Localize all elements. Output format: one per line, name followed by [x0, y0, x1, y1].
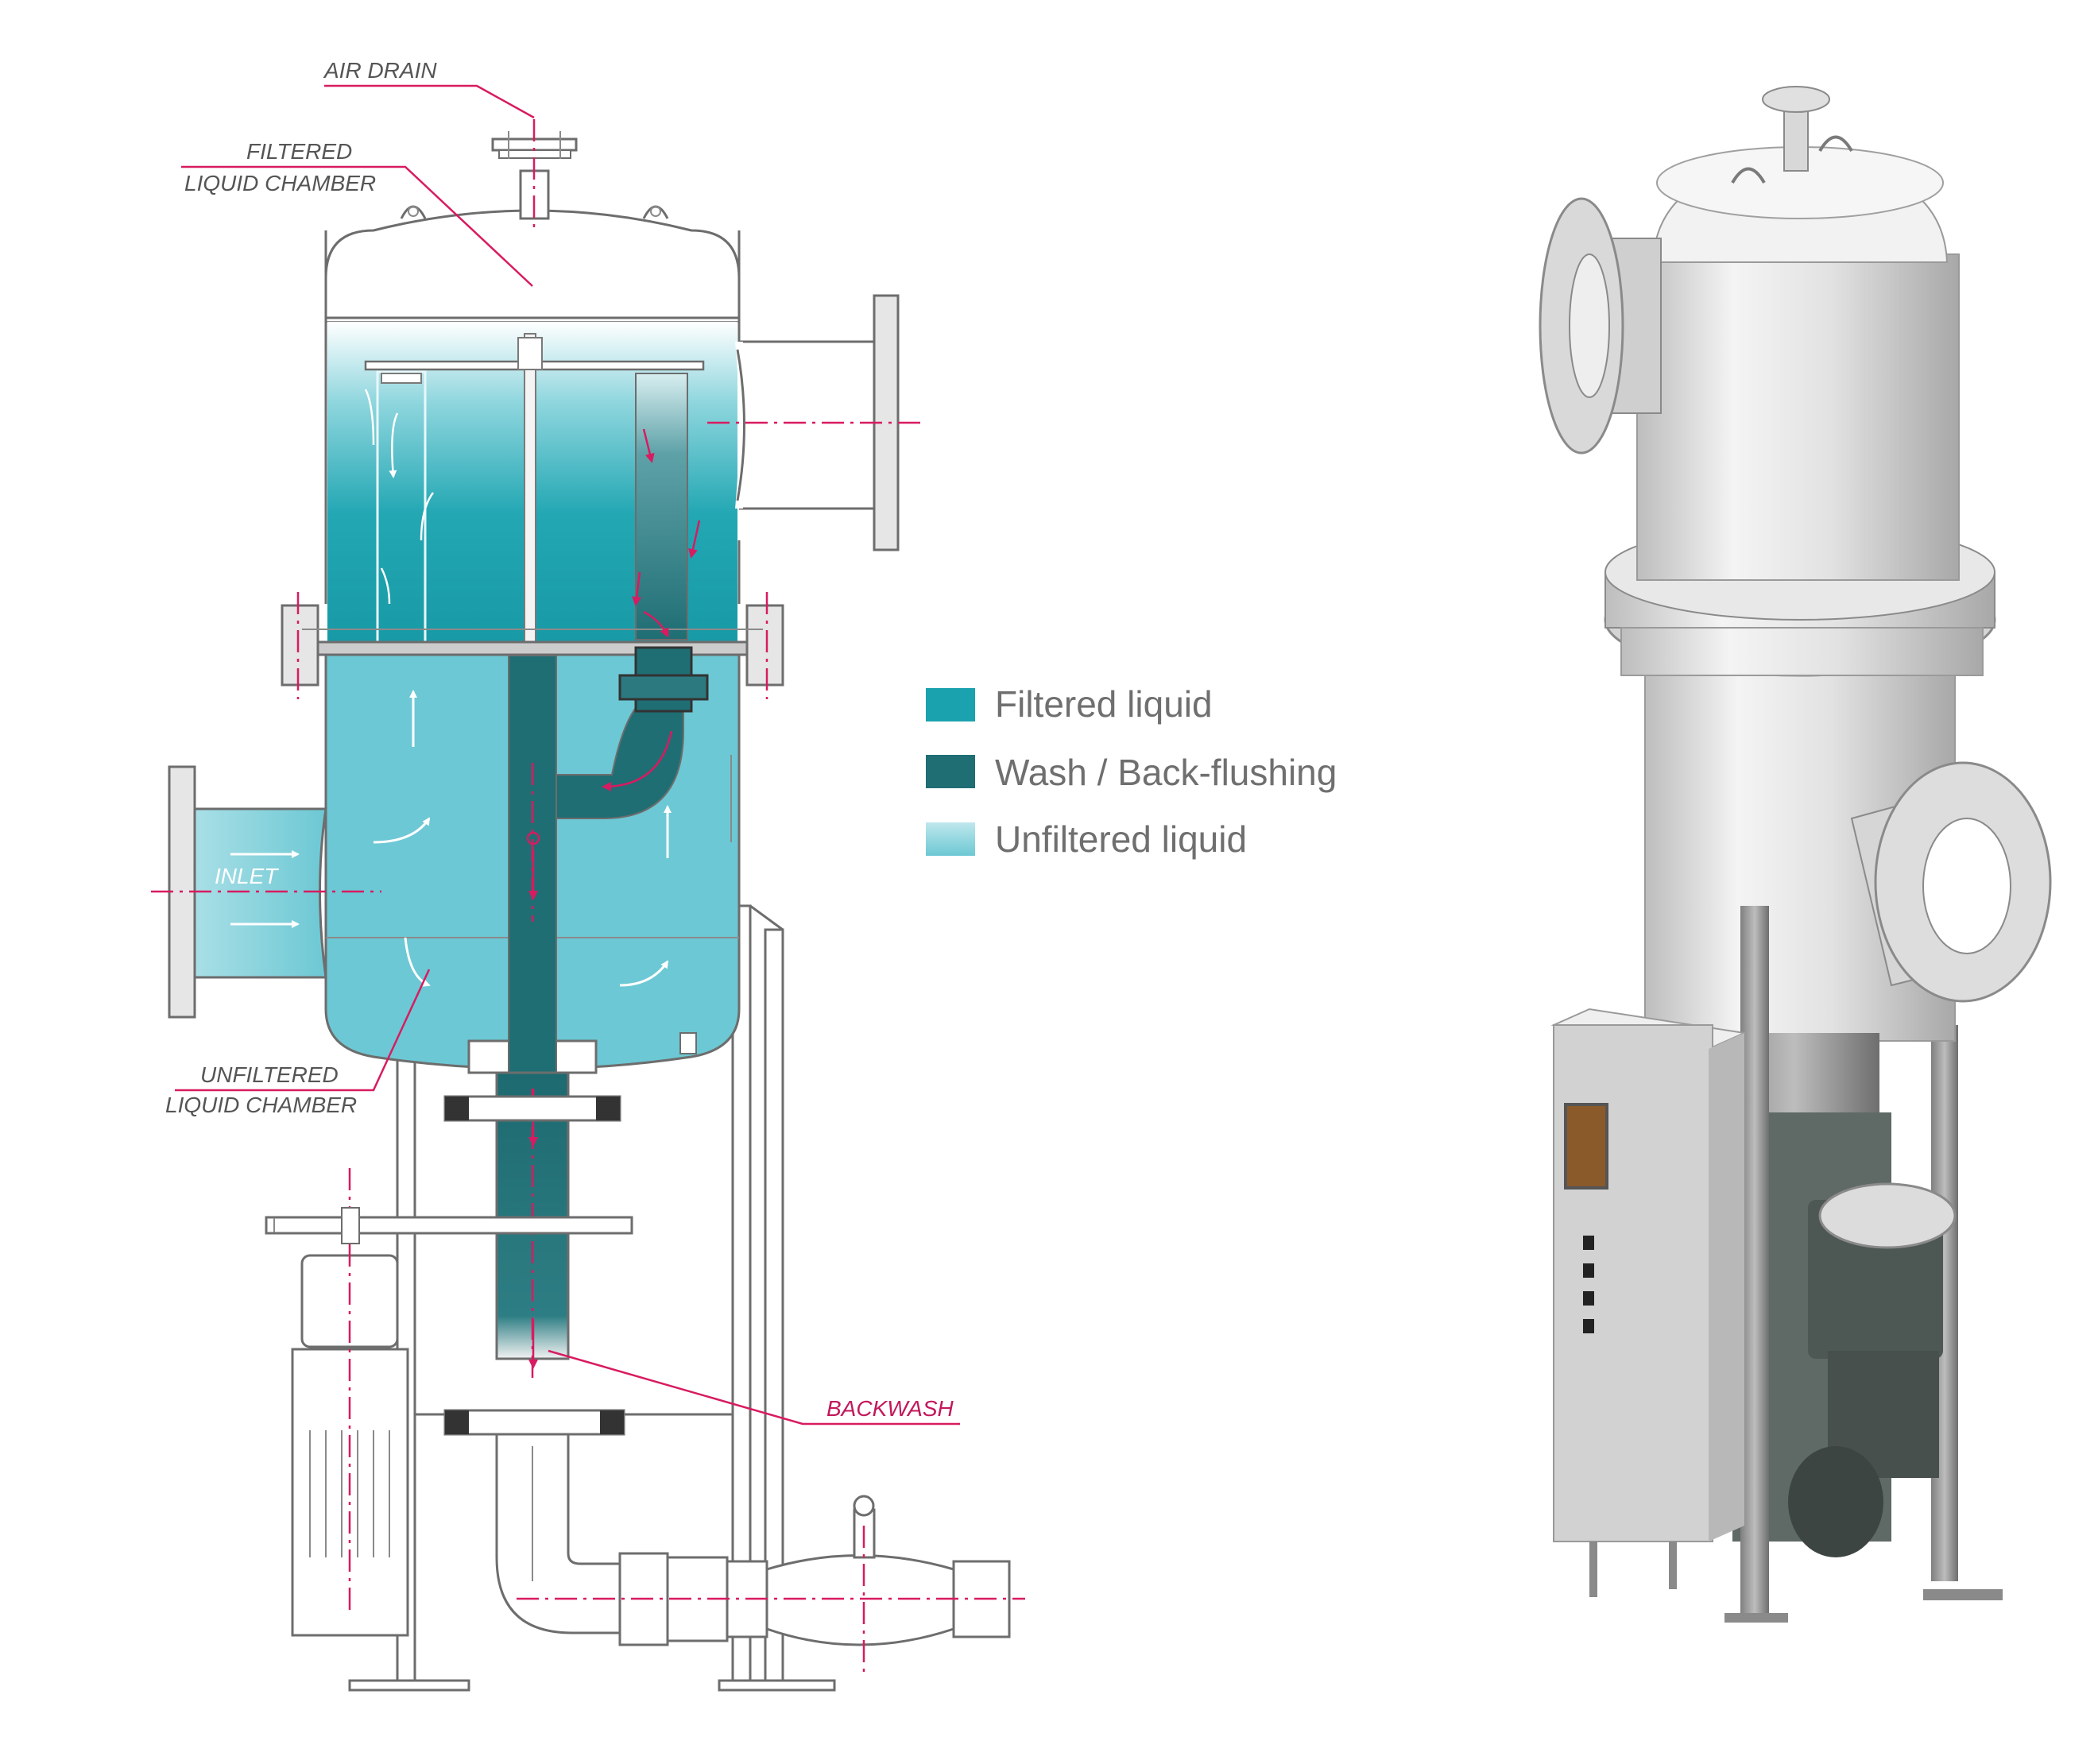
filtered-chamber-label-line2: LIQUID CHAMBER — [184, 171, 376, 195]
backwash-valve — [495, 1433, 1025, 1677]
legend: Filtered liquid Wash / Back-flushing Unf… — [926, 683, 1337, 860]
inlet-label: INLET — [215, 864, 279, 888]
control-panel — [1550, 1008, 1748, 1597]
legend-swatch-unfiltered — [926, 822, 975, 856]
air-drain-label: AIR DRAIN — [323, 58, 437, 83]
legend-label-unfiltered: Unfiltered liquid — [995, 818, 1247, 860]
filtered-liquid-chamber — [324, 205, 741, 648]
filtered-chamber-label-line1: FILTERED — [246, 139, 352, 164]
legend-label-filtered: Filtered liquid — [995, 683, 1213, 725]
callouts: AIR DRAIN FILTERED LIQUID CHAMBER OUTLET… — [165, 58, 960, 1426]
legend-label-wash: Wash / Back-flushing — [995, 752, 1337, 793]
inlet-nozzle — [151, 765, 381, 1019]
air-drain-nozzle — [491, 119, 578, 230]
backwash-pipe — [443, 646, 709, 1436]
flow-arrows — [364, 389, 701, 987]
outlet-label: OUTLET — [775, 393, 864, 418]
legend-swatch-filtered — [926, 688, 975, 721]
outlet-nozzle — [707, 294, 922, 551]
control-panel-window — [1564, 1103, 1608, 1190]
legend-swatch-wash — [926, 755, 975, 788]
legend-item-filtered: Filtered liquid — [926, 683, 1213, 725]
legend-item-wash: Wash / Back-flushing — [926, 752, 1337, 793]
unfiltered-chamber-label-line2: LIQUID CHAMBER — [165, 1093, 357, 1117]
legend-item-unfiltered: Unfiltered liquid — [926, 818, 1247, 860]
unfiltered-chamber-label-line1: UNFILTERED — [200, 1062, 339, 1087]
filter-3d-render — [1539, 86, 2052, 1623]
drive-motor — [265, 1168, 633, 1637]
cross-section-diagram: AIR DRAIN FILTERED LIQUID CHAMBER OUTLET… — [151, 58, 1025, 1692]
backwash-label: BACKWASH — [826, 1396, 954, 1421]
